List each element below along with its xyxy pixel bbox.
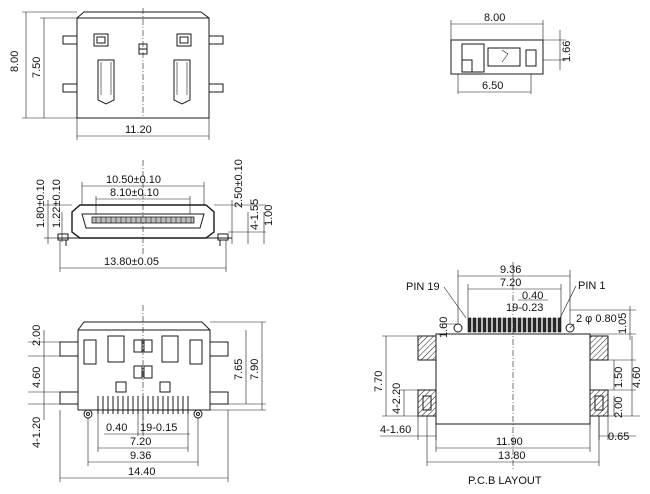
pad-top-left [417, 335, 437, 361]
pcb-layout: 9.36 7.20 0.40 19-0.23 PIN 19 PIN 1 2 φ … [373, 262, 643, 487]
top-width: 11.20 [125, 124, 152, 136]
pcb-right-065: 0.65 [608, 431, 629, 443]
bottom-right-2: 7.90 [249, 359, 261, 380]
pcb-pin1: PIN 1 [578, 280, 606, 292]
front-left-2: 1.22±0.10 [51, 179, 63, 228]
top-height-inner: 7.50 [31, 57, 43, 78]
pad-bottom-right [589, 389, 609, 417]
front-contacts [95, 217, 192, 223]
side-width-top: 8.00 [484, 12, 505, 24]
bottom-span-3: 14.40 [128, 466, 156, 478]
pcb-w-1380: 13.80 [498, 450, 526, 462]
front-left-1: 1.80±0.10 [35, 179, 47, 228]
front-right-2: 4-1.55 [249, 199, 261, 230]
pcb-left-770: 7.70 [373, 371, 385, 392]
bottom-view: 2.00 4.60 4-1.20 0.40 19-0.15 7.20 9.36 … [28, 305, 266, 482]
bottom-pins [97, 396, 189, 414]
top-view: 8.00 7.50 11.20 [9, 8, 224, 140]
pcb-w-1190: 11.90 [496, 436, 523, 448]
front-dim-bottom: 13.80±0.05 [104, 256, 159, 268]
bottom-left-top: 2.00 [31, 325, 43, 346]
pcb-hole: 2 φ 0.80 [576, 313, 617, 325]
bottom-span-1: 7.20 [130, 436, 151, 448]
bottom-pins-label: 19-0.15 [140, 422, 177, 434]
pcb-right-105: 1.05 [617, 313, 629, 334]
top-height-total: 8.00 [9, 51, 21, 72]
bottom-pitch: 0.40 [106, 422, 127, 434]
pcb-right-460: 4.60 [631, 367, 643, 388]
front-right-1: 2.50±0.10 [233, 159, 245, 208]
pcb-left-160: 1.60 [438, 317, 450, 338]
pcb-pitch: 0.40 [522, 290, 543, 302]
side-width-bottom: 6.50 [482, 80, 503, 92]
mount-hole-left [453, 323, 463, 333]
pcb-w-936: 9.36 [500, 264, 521, 276]
front-dim-2: 8.10±0.10 [110, 187, 159, 199]
bottom-right-1: 7.65 [233, 359, 245, 380]
signal-pads [467, 317, 562, 333]
pcb-right-150: 1.50 [613, 367, 625, 388]
front-right-3: 1.00 [263, 205, 275, 226]
pcb-w-720: 7.20 [500, 277, 521, 289]
front-view: 10.50±0.10 8.10±0.10 13.80±0.05 1.80±0.1… [35, 159, 275, 272]
pcb-title: P.C.B LAYOUT [468, 475, 542, 487]
pad-bottom-left [417, 389, 437, 417]
pcb-pin19: PIN 19 [406, 281, 440, 293]
bottom-left-mid: 4.60 [31, 367, 43, 388]
bottom-left-bottom: 4-1.20 [31, 417, 43, 448]
pad-top-right [589, 335, 609, 361]
pcb-left-bottom: 4-1.60 [380, 424, 411, 436]
bottom-span-2: 9.36 [130, 450, 151, 462]
side-height: 1.66 [561, 41, 573, 62]
side-view: 8.00 1.66 6.50 [450, 12, 573, 94]
front-dim-1: 10.50±0.10 [106, 174, 161, 186]
pcb-pads: 19-0.23 [506, 302, 543, 314]
pcb-right-200: 2.00 [613, 397, 625, 418]
pcb-left-220: 4-2.20 [391, 383, 403, 414]
